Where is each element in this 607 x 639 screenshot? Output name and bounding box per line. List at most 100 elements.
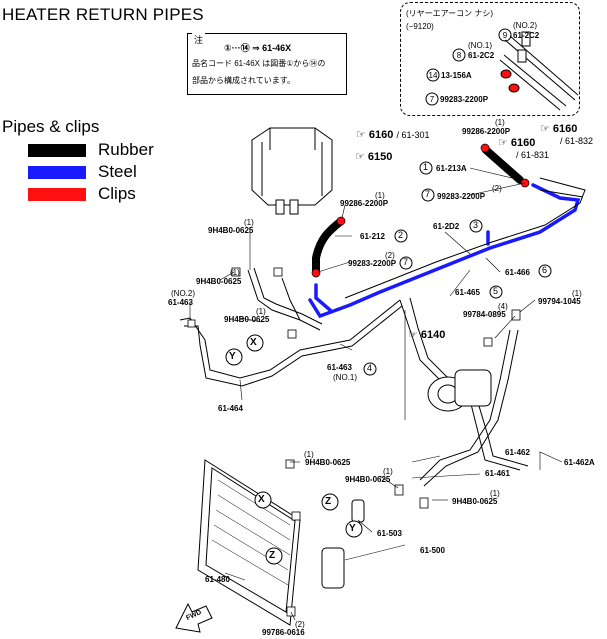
inset-qty: (NO.2) [513, 21, 537, 30]
callout-letter: X [250, 337, 257, 348]
inset-index: 14 [429, 71, 438, 80]
fwd-arrow [175, 602, 213, 633]
compressor [427, 369, 492, 412]
part-99784-0895: 99784-0895 [463, 310, 506, 319]
part-qty: (1) [375, 191, 385, 200]
part-61-465: 61-465 [455, 288, 480, 297]
callout-y [345, 520, 363, 538]
ref-6150: ☞ 6150 [355, 151, 393, 163]
inset-pipe-drawing [499, 31, 579, 111]
part-qty: (1) [490, 489, 500, 498]
part-qty: (1) [572, 289, 582, 298]
callout-y [225, 348, 243, 366]
ref-number: 6160 [368, 129, 394, 141]
part-9h4b0-0625: 9H4B0-0625 [208, 226, 254, 235]
callout-number: 7 [403, 257, 409, 267]
callout-number: 5 [493, 286, 499, 296]
steel-pipes [308, 183, 581, 319]
note-head: 注 [192, 33, 206, 46]
ref-sub: / 61-832 [560, 136, 594, 146]
rubber-hose-61-212 [312, 218, 344, 276]
part-qty: (1) [230, 268, 240, 277]
legend-label: Rubber [98, 140, 154, 159]
callout-circle [419, 161, 433, 175]
receiver-drier [321, 499, 365, 589]
part-9h4b0-0625: 9H4B0-0625 [452, 497, 498, 506]
part-qty: (NO.2) [171, 289, 195, 298]
part-61-480: 61-480 [205, 575, 230, 584]
part-61-463: 61-463 [327, 363, 352, 372]
ref-6160-61-301: ☞ 6160 / 61-301 [356, 129, 430, 141]
steel-swatch [28, 165, 86, 179]
part-qty: (1) [304, 450, 314, 459]
legend-item-clips: Clips [28, 184, 136, 203]
callout-circle [489, 285, 503, 299]
callout-number: 1 [423, 162, 429, 172]
part-qty: (2) [295, 620, 305, 629]
callout-circle [399, 256, 413, 270]
callout-letter: Z [269, 550, 276, 561]
ref-number: 6160 [552, 123, 578, 135]
leader-lines [189, 167, 563, 621]
callout-circle [469, 219, 483, 233]
callout-z [265, 547, 283, 565]
inset-part: 13-156A [441, 71, 472, 80]
part-99283-2200p: 99283-2200P [348, 259, 397, 268]
note-line: 部品から構成されています。 [192, 76, 295, 85]
part-qty: (4) [498, 302, 508, 311]
callout-circle [421, 188, 435, 202]
clip [480, 143, 490, 153]
ref-6160-61-832: ☞ 6160/ 61-832 [540, 123, 594, 146]
inset-subheading: (−9120) [406, 22, 434, 31]
part-99286-2200p: 99286-2200P [462, 127, 511, 136]
callout-x [246, 334, 264, 352]
callout-number: 4 [367, 363, 373, 373]
inset-part: 99283-2200P [440, 95, 489, 104]
part-9h4b0-0625: 9H4B0-0625 [345, 475, 391, 484]
inset-index: 7 [430, 95, 435, 104]
legend-label: Clips [98, 184, 136, 203]
part-qty: (2) [492, 184, 502, 193]
legend-label: Steel [98, 162, 137, 181]
inset-index: 9 [503, 31, 508, 40]
part-61-464: 61-464 [218, 404, 243, 413]
part-99283-2200p: 99283-2200P [437, 192, 486, 201]
part-9h4b0-0625: 9H4B0-0625 [305, 458, 351, 467]
part-99286-2200p: 99286-2200P [340, 199, 389, 208]
part-61-2d2: 61-2D2 [433, 222, 460, 231]
ref-sub: / 61-301 [396, 130, 430, 140]
page-title: HEATER RETURN PIPES [2, 5, 204, 24]
ref-6140: ☞ 6140 [408, 329, 446, 341]
callout-letter: X [258, 494, 265, 505]
rubber-hose-61-213a [482, 146, 524, 184]
part-61-461: 61-461 [485, 469, 510, 478]
callout-circle [538, 264, 552, 278]
part-61-503: 61-503 [377, 529, 402, 538]
legend-item-rubber: Rubber [28, 140, 154, 159]
note-line: 品名コード 61-46X は図番①から⑭の [192, 59, 326, 68]
clip [311, 268, 321, 278]
ref-number: 6150 [367, 151, 393, 163]
callout-number: 7 [425, 189, 431, 199]
callout-circle [394, 229, 408, 243]
part-qty: (2) [385, 251, 395, 260]
part-9h4b0-0625: 9H4B0-0625 [224, 315, 270, 324]
rubber-swatch [28, 143, 86, 157]
callout-number: 6 [542, 265, 548, 275]
callout-letter: Z [325, 496, 332, 507]
inset-qty: (NO.1) [468, 41, 492, 50]
part-qty: (1) [244, 218, 254, 227]
part-99786-0616: 99786-0616 [262, 628, 305, 637]
ref-sub: / 61-831 [516, 150, 550, 160]
part-99794-1045: 99794-1045 [538, 297, 581, 306]
part-qty: (NO.1) [333, 373, 357, 382]
part-qty: (1) [383, 467, 393, 476]
callout-letter: Y [349, 523, 356, 534]
callout-z [321, 493, 339, 511]
ref-number: 6160 [510, 137, 536, 149]
callout-number: 3 [473, 220, 479, 230]
part-qty: (1) [256, 307, 266, 316]
part-61-213a: 61-213A [436, 164, 467, 173]
clip [336, 216, 346, 226]
